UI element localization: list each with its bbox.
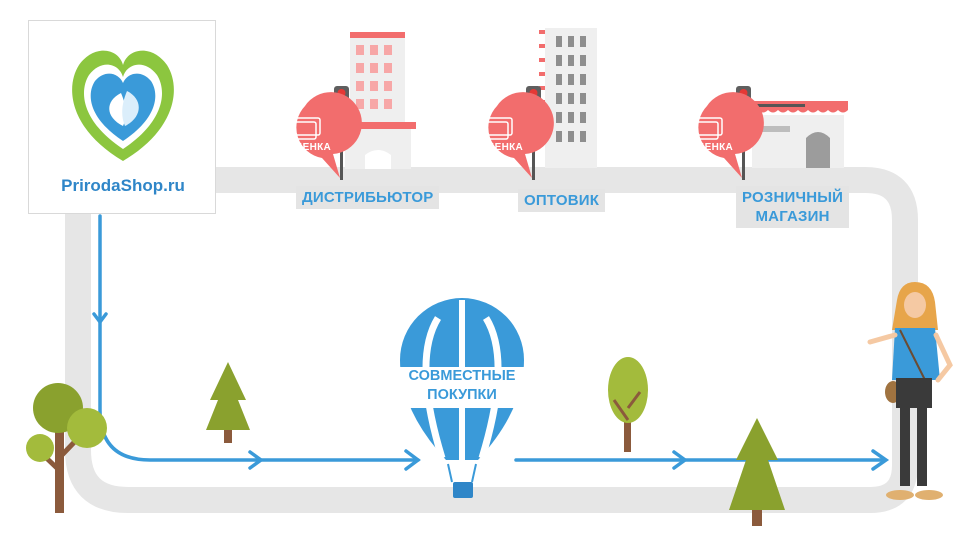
balloon-label: СОВМЕСТНЫЕ ПОКУПКИ xyxy=(396,367,528,408)
stage-label-wholesaler: ОПТОВИК xyxy=(518,189,606,212)
markup-tag-retail xyxy=(689,92,764,178)
markup-tag-label: НАЦЕНКА xyxy=(682,142,734,153)
tree-left-deciduous xyxy=(26,383,107,513)
retail-shop xyxy=(750,101,848,168)
tree-pine-large xyxy=(729,418,785,526)
markup-tag-label: НАЦЕНКА xyxy=(280,142,332,153)
logo-card[interactable]: PrirodaShop.ru xyxy=(28,20,216,214)
markup-tag-distributor xyxy=(287,92,362,178)
markup-tag-label: НАЦЕНКА xyxy=(472,142,524,153)
heart-leaf-icon xyxy=(72,50,174,161)
stage-label-distributor: ДИСТРИБЬЮТОР xyxy=(296,186,440,209)
logo-text: PrirodaShop.ru xyxy=(61,176,185,195)
upper-route-arrows xyxy=(220,194,886,442)
tree-round-mid xyxy=(608,357,648,452)
distributor-building xyxy=(340,32,416,169)
markup-tag-wholesaler xyxy=(479,92,554,178)
stage-label-retail: РОЗНИЧНЫЙ МАГАЗИН xyxy=(736,186,850,228)
wholesaler-building xyxy=(539,28,597,168)
tree-pine-small xyxy=(206,362,250,443)
customer-woman xyxy=(867,282,953,500)
